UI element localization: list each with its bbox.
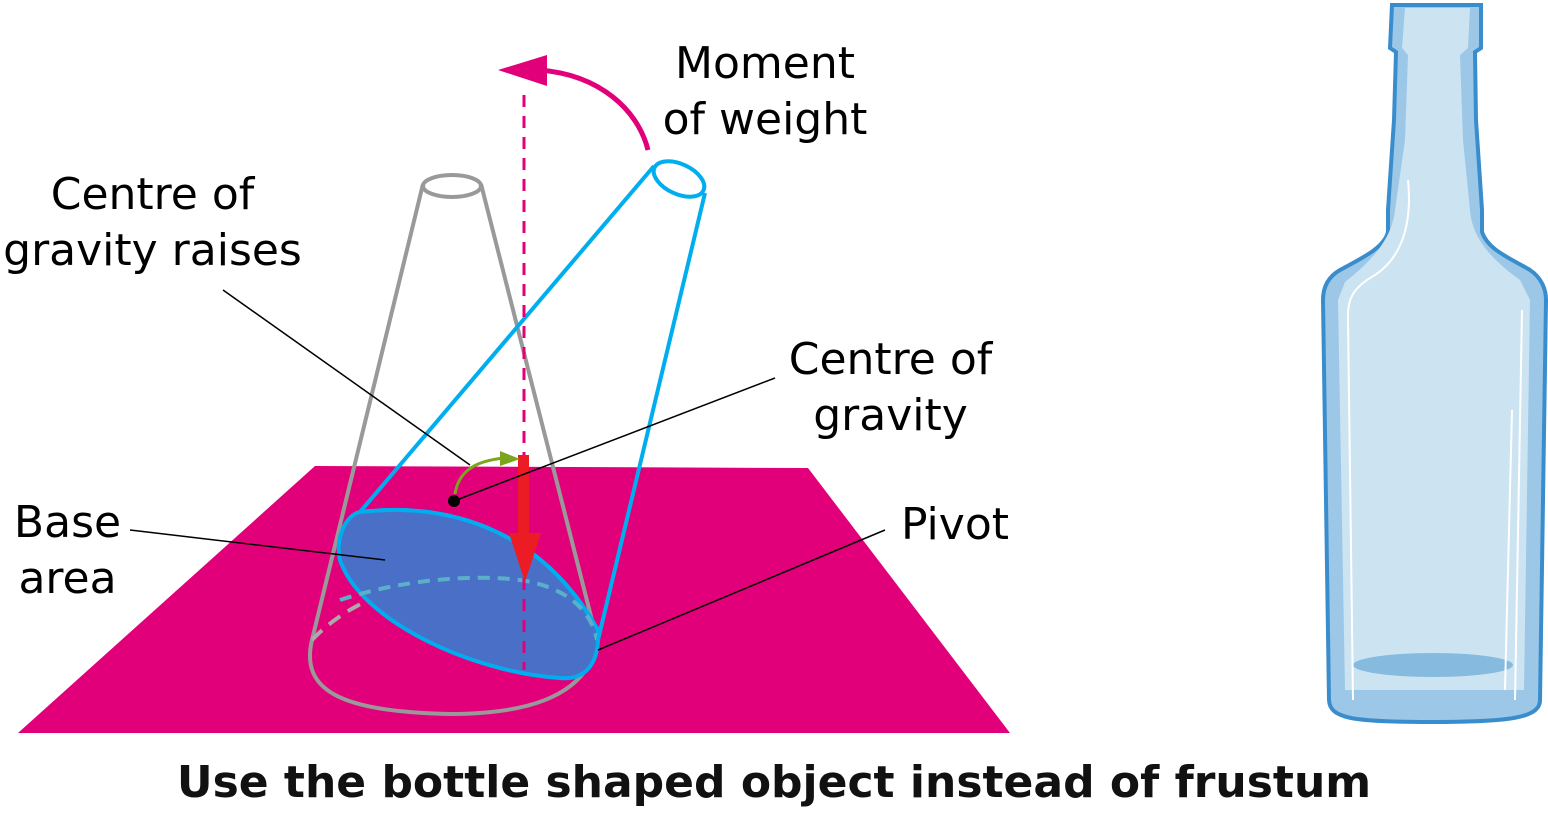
caption: Use the bottle shaped object instead of … — [176, 757, 1372, 808]
label-line: Base — [13, 497, 122, 548]
leader-lines — [129, 289, 886, 651]
label-centre-of-gravity-raises: Centre of gravity raises — [0, 167, 305, 279]
label-moment-of-weight: Moment of weight — [655, 36, 875, 148]
moment-arrow — [498, 55, 651, 151]
label-pivot: Pivot — [900, 499, 1009, 550]
tilted-frustum — [358, 159, 707, 641]
weight-arrow — [509, 455, 541, 582]
base-area-dashed-rim — [359, 507, 600, 631]
label-line: Centre of — [50, 169, 255, 220]
label-line: Moment — [675, 38, 855, 89]
label-line: gravity — [813, 390, 968, 441]
label-centre-of-gravity: Centre of gravity — [778, 332, 1003, 444]
label-line: gravity raises — [3, 225, 302, 276]
label-base-area: Base area — [5, 495, 130, 607]
bottle — [1320, 3, 1548, 725]
label-line: of weight — [662, 94, 868, 145]
label-line: Centre of — [788, 334, 993, 385]
cog-shift-arrow — [453, 451, 520, 495]
label-line: area — [18, 553, 117, 604]
